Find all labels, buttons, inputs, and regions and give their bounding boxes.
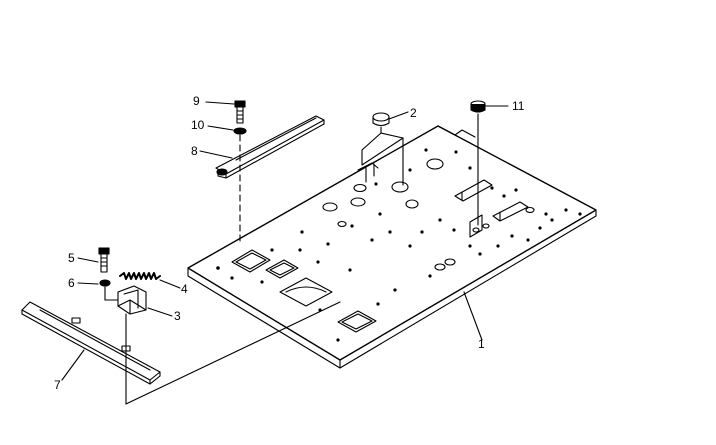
callout-7: 7 (54, 378, 61, 392)
bolt-part-9 (205, 100, 246, 124)
callout-11: 11 (512, 99, 525, 113)
callout-4: 4 (181, 282, 188, 296)
bolt-part-5 (77, 247, 110, 273)
callout-9: 9 (193, 94, 200, 108)
plug-part-11 (470, 100, 509, 226)
callout-5: 5 (68, 251, 75, 265)
rail-part-7 (21, 301, 161, 385)
washer-part-6 (77, 279, 111, 301)
clip-part-3 (117, 285, 173, 317)
callout-3: 3 (174, 309, 181, 323)
plug-part-2 (353, 111, 409, 193)
plate-round-pockets (322, 158, 535, 271)
callout-8: 8 (191, 144, 198, 158)
callout-6: 6 (68, 276, 75, 290)
spring-part-4 (119, 272, 181, 289)
plate-cutouts-left (231, 249, 377, 333)
callout-2: 2 (410, 106, 417, 120)
floor-plate (187, 125, 597, 369)
washer-part-10 (207, 125, 247, 245)
plate-brackets-right (454, 179, 529, 238)
rail-part-8 (199, 115, 325, 179)
callout-1: 1 (478, 337, 485, 351)
callout-labels: 1 2 3 4 5 6 7 8 9 10 11 (54, 94, 525, 392)
callout-10: 10 (191, 118, 205, 132)
assembly-guide-lines (104, 291, 483, 405)
plate-holes (216, 148, 582, 342)
